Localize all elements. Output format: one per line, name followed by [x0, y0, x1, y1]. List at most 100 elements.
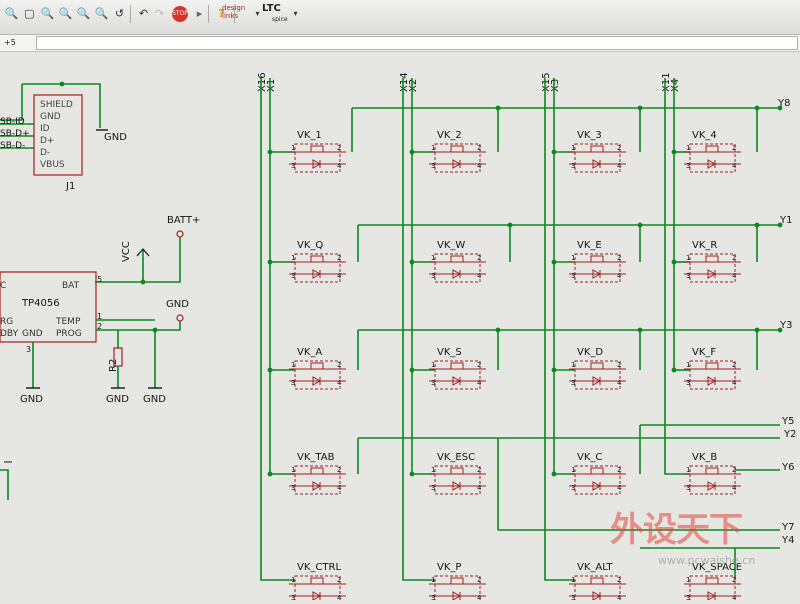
junction-dot — [671, 367, 677, 373]
usb-net-label: SB-D- — [0, 141, 25, 151]
key-switch-body — [310, 467, 324, 475]
key-pin-number: 2 — [337, 466, 341, 474]
zoom-fit-icon[interactable]: ▢ — [24, 7, 35, 20]
junction-dot — [777, 327, 783, 333]
diode-symbol — [312, 159, 322, 169]
diode-symbol — [312, 269, 322, 279]
key-label: VK_F — [692, 347, 716, 358]
row-label-y3: Y3 — [779, 320, 792, 331]
key-label: VK_3 — [577, 130, 602, 141]
junction-dot — [777, 105, 783, 111]
column-wire-x16 — [260, 78, 295, 581]
chevron-down-icon[interactable]: ▾ — [293, 9, 298, 18]
key-outline — [689, 143, 736, 173]
key-pin-number: 3 — [431, 484, 435, 492]
net-wire — [96, 321, 181, 331]
row-label-y5: Y5 — [781, 416, 794, 427]
key-pin-number: 4 — [617, 162, 622, 170]
resistor-r2-label: R2 — [108, 359, 119, 372]
undo-icon[interactable]: ↶ — [138, 7, 149, 20]
key-pin-number: 4 — [732, 272, 737, 280]
key-label: VK_E — [577, 240, 602, 251]
zoom-out-icon[interactable]: 🔍 — [4, 7, 19, 20]
vcc-label: VCC — [121, 241, 132, 262]
chip-pin-dby: DBY — [0, 329, 19, 339]
diode-symbol — [452, 159, 462, 169]
key-pin-number: 1 — [431, 466, 435, 474]
batt-wire — [95, 237, 181, 283]
key-pin-number: 2 — [477, 254, 481, 262]
key-outline — [434, 465, 481, 495]
key-outline — [434, 360, 481, 390]
gnd-label: GND — [106, 394, 129, 405]
junction-dot — [551, 149, 557, 155]
diode-symbol — [452, 591, 462, 601]
key-pin-number: 2 — [617, 576, 621, 584]
key-outline — [574, 575, 621, 604]
junction-dot — [267, 149, 273, 155]
usb-ref-label: J1 — [65, 181, 75, 192]
charger-chip-body — [0, 271, 97, 343]
redo-icon[interactable]: ↷ — [154, 7, 165, 20]
gnd-label: GND — [143, 394, 166, 405]
help-icon[interactable]: ? — [218, 7, 225, 20]
design-links-label[interactable]: design links — [222, 4, 246, 20]
key-outline — [294, 465, 341, 495]
key-switch-body — [450, 145, 464, 153]
go-icon[interactable]: ▸ — [196, 7, 203, 20]
diode-symbol — [452, 481, 462, 491]
column-label-x15: X15 — [541, 72, 552, 92]
key-pin-number: 1 — [431, 254, 435, 262]
key-pin-number: 1 — [291, 576, 295, 584]
key-pin-number: 2 — [732, 144, 736, 152]
junction-dot — [777, 222, 783, 228]
key-pin-number: 4 — [337, 379, 342, 387]
key-switch-body — [450, 362, 464, 370]
diode-symbol — [707, 159, 717, 169]
key-pin-number: 4 — [617, 594, 622, 600]
key-pin-number: 4 — [617, 484, 622, 492]
usb-pin-label-gnd: GND — [40, 112, 61, 122]
usb-net-label: SB-ID — [0, 117, 25, 127]
zoom-in-icon[interactable]: 🔍 — [40, 7, 55, 20]
key-pin-number: 2 — [337, 361, 341, 369]
key-pin-number: 1 — [686, 466, 690, 474]
cmd-tab-label[interactable]: +5 — [4, 38, 16, 47]
diode-symbol — [312, 591, 322, 601]
command-input[interactable] — [36, 36, 798, 50]
usb-pin-label-dp: D+ — [40, 136, 54, 146]
batt-plus-label: BATT+ — [167, 215, 200, 226]
key-switch-body — [310, 577, 324, 585]
key-pin-number: 4 — [337, 594, 342, 600]
key-switch-body — [310, 145, 324, 153]
column-label-x14: X14 — [399, 72, 410, 92]
key-pin-number: 4 — [477, 484, 482, 492]
zoom-area-icon[interactable]: 🔍 — [94, 7, 109, 20]
chip-pin-c: C — [0, 281, 6, 291]
key-outline — [574, 143, 621, 173]
key-outline — [689, 360, 736, 390]
redraw-icon[interactable]: ↺ — [114, 7, 125, 20]
toolbar: 🔍 ▢ 🔍 🔍 🔍 🔍 ↺ ↶ ↷ STOP ▸ ? design links … — [0, 0, 800, 35]
key-pin-number: 3 — [431, 594, 435, 600]
row-label-y1: Y1 — [779, 215, 792, 226]
chevron-down-icon[interactable]: ▾ — [255, 9, 260, 18]
stop-icon[interactable]: STOP — [172, 6, 188, 22]
batt-terminal-icon — [176, 230, 184, 238]
ltc-label[interactable]: LTC — [262, 3, 281, 14]
key-pin-number: 2 — [337, 576, 341, 584]
junction-dot — [551, 367, 557, 373]
zoom-out-2-icon[interactable]: 🔍 — [58, 7, 73, 20]
key-pin-number: 4 — [732, 594, 737, 600]
key-pin-number: 3 — [686, 272, 690, 280]
column-label-x1: X1 — [266, 79, 277, 92]
zoom-select-icon[interactable]: 🔍 — [76, 7, 91, 20]
